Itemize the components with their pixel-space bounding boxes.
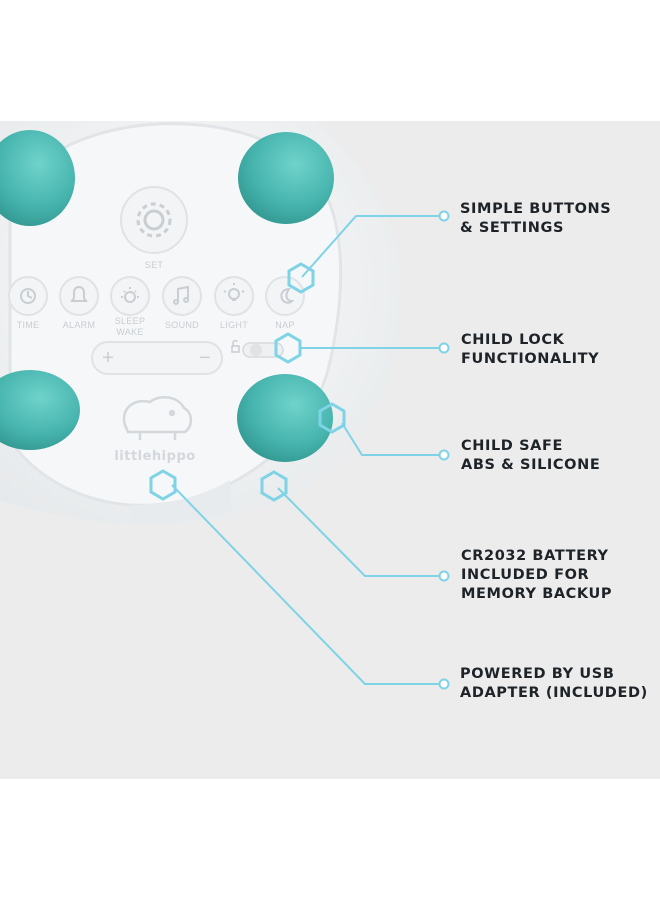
- product-scene: SET: [0, 121, 660, 779]
- callout-usb-power: POWERED BY USB ADAPTER (INCLUDED): [460, 665, 648, 703]
- callout-line-usb: [171, 484, 440, 685]
- volume-rocker[interactable]: + −: [91, 341, 223, 375]
- callout-line2: & SETTINGS: [460, 220, 565, 236]
- hex-marker-child-lock: [274, 332, 302, 364]
- child-lock-switch[interactable]: [231, 339, 284, 358]
- bell-icon: [70, 285, 88, 302]
- end-dot-battery: [438, 570, 450, 582]
- unlock-icon: [231, 339, 240, 353]
- light-button[interactable]: [214, 276, 254, 316]
- callout-simple-buttons: SIMPLE BUTTONS & SETTINGS: [460, 200, 611, 238]
- callout-child-safe: CHILD SAFE ABS & SILICONE: [461, 437, 600, 475]
- callout-line2: INCLUDED FOR: [461, 567, 590, 583]
- brand-logo-text: littlehippo: [114, 449, 195, 464]
- alarm-button[interactable]: [59, 276, 99, 316]
- callout-line1: CHILD LOCK: [461, 332, 565, 348]
- hex-marker-usb: [149, 469, 177, 501]
- nap-label: NAP: [275, 320, 294, 330]
- callout-line-battery: [277, 487, 440, 577]
- hex-markers: [149, 262, 346, 502]
- time-label: TIME: [17, 320, 40, 330]
- button-row: [8, 276, 305, 316]
- sleep-wake-button[interactable]: [110, 276, 150, 316]
- end-dot-safe: [438, 449, 450, 461]
- end-dot-usb: [438, 678, 450, 690]
- callout-lines: [171, 215, 440, 685]
- sleep-wake-icon: [121, 287, 139, 303]
- end-dot-buttons: [438, 210, 450, 222]
- silicone-foot-top-left: [0, 130, 75, 226]
- bulb-icon: [223, 283, 245, 301]
- hex-marker-safe: [318, 402, 346, 434]
- wake-label: WAKE: [116, 327, 143, 337]
- clock-icon: [20, 288, 36, 304]
- callout-line1: SIMPLE BUTTONS: [460, 201, 612, 217]
- clock-illustration: SET: [0, 121, 450, 690]
- silicone-foot-bottom-right: [237, 374, 333, 462]
- end-dot-child-lock: [438, 342, 450, 354]
- silicone-foot-top-right: [238, 132, 334, 224]
- callout-end-dots: [438, 210, 450, 690]
- hex-marker-battery: [260, 470, 288, 502]
- sleep-label: SLEEP: [115, 316, 146, 326]
- nap-button[interactable]: [265, 276, 305, 316]
- callout-child-lock: CHILD LOCK FUNCTIONALITY: [461, 331, 599, 369]
- callout-line3: MEMORY BACKUP: [461, 586, 613, 602]
- light-label: LIGHT: [220, 320, 248, 330]
- moon-icon: [280, 287, 295, 304]
- callout-line-safe: [341, 422, 440, 456]
- callout-line2: FUNCTIONALITY: [461, 351, 600, 367]
- callout-line1: CR2032 BATTERY: [461, 548, 609, 564]
- hippo-logo: [122, 395, 193, 440]
- hex-marker-buttons: [287, 262, 315, 294]
- music-note-icon: [173, 285, 189, 305]
- callout-line1: POWERED BY USB: [460, 666, 615, 682]
- callout-line1: CHILD SAFE: [461, 438, 563, 454]
- silicone-foot-bottom-left: [0, 370, 80, 450]
- time-button[interactable]: [8, 276, 48, 316]
- alarm-label: ALARM: [63, 320, 96, 330]
- callout-line2: ADAPTER (INCLUDED): [460, 685, 648, 701]
- gear-icon: [136, 202, 172, 238]
- volume-plus: +: [102, 347, 114, 369]
- callout-battery: CR2032 BATTERY INCLUDED FOR MEMORY BACKU…: [461, 547, 612, 604]
- callout-line2: ABS & SILICONE: [461, 457, 601, 473]
- callout-line-buttons: [301, 215, 440, 278]
- set-label: SET: [145, 260, 164, 270]
- sound-label: SOUND: [165, 320, 199, 330]
- volume-minus: −: [199, 347, 211, 369]
- sound-button[interactable]: [162, 276, 202, 316]
- set-button[interactable]: [120, 186, 188, 254]
- device-base-rim: [130, 480, 232, 524]
